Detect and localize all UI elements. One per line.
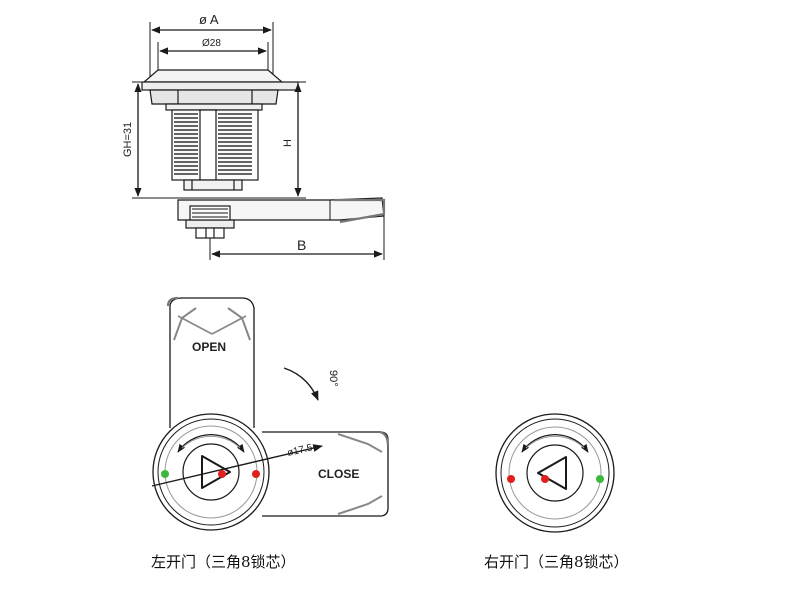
dim-label-b: B [297,237,306,253]
thread-left [174,113,198,175]
bezel-top [142,69,284,83]
screw-head [185,219,235,229]
dim-label-gh: GH=31 [122,122,134,157]
dim-label-28: Ø28 [202,38,221,49]
angle-label: 90° [327,370,339,387]
dim-label-a: ø A [199,12,219,27]
rotation-arrow [283,367,319,401]
right-bezel-outer [495,413,615,533]
left-caption: 左开门（三角8锁芯） [151,553,296,571]
right-opening-view [495,413,615,533]
thread-right [218,113,252,175]
right-core [526,444,584,502]
left-opening-view [151,296,390,531]
close-label: CLOSE [318,467,359,481]
side-elevation-view [132,22,386,260]
open-label: OPEN [192,340,226,354]
washer [165,103,263,111]
right-red-dot-outer [507,475,515,483]
right-caption: 右开门（三角8锁芯） [484,553,629,571]
dim-label-h: H [282,139,294,147]
open-ghost-arm [169,297,255,428]
hex-nut [149,89,279,105]
right-triangle-key [537,456,567,490]
right-red-dot-inner [541,475,549,483]
bottom-collar [183,179,243,191]
bezel-plate [141,81,299,91]
left-triangle-key [201,455,231,489]
left-core [182,443,240,501]
right-green-dot [596,475,604,483]
left-green-dot [161,470,169,478]
left-red-dot-inner [218,470,226,478]
dim-line-17-5 [151,444,323,487]
left-red-dot-outer [252,470,260,478]
